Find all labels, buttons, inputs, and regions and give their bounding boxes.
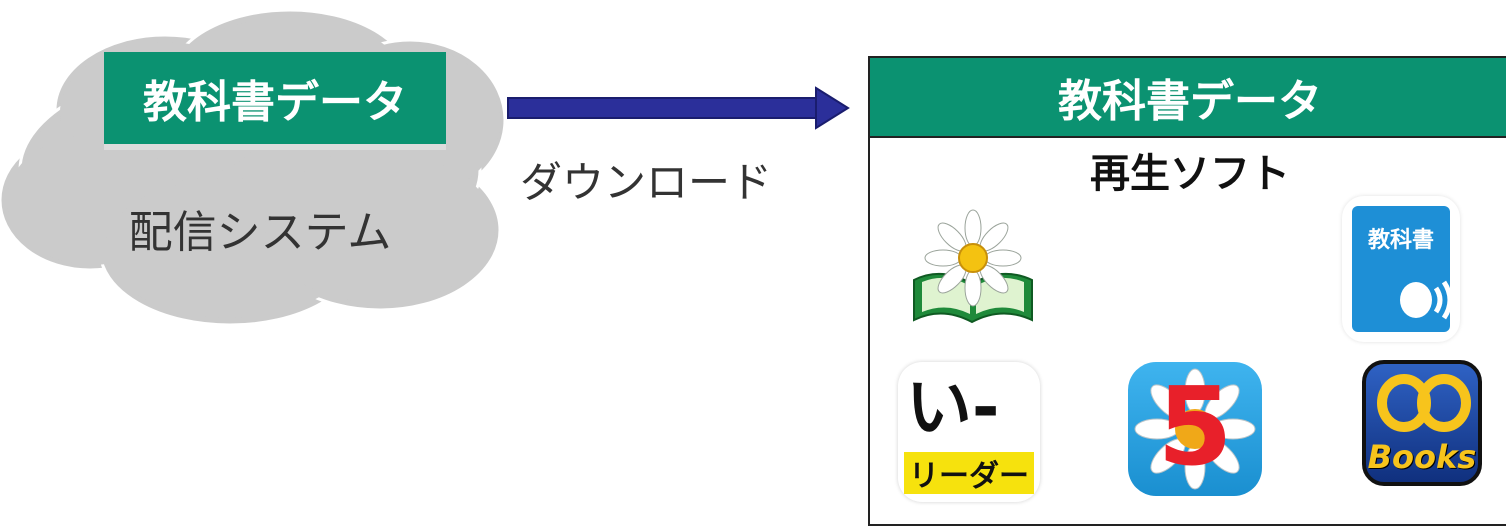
- download-label: ダウンロード: [520, 157, 773, 207]
- ireader-top-text: い-: [906, 369, 1000, 446]
- daisy5-number: 5: [1157, 365, 1233, 490]
- daisy5-app-icon[interactable]: 5: [1128, 362, 1262, 496]
- cloud-shape: [0, 8, 507, 327]
- textbook-icon-text: 教科書: [1367, 228, 1434, 253]
- ireader-band-text: リーダー: [904, 452, 1034, 494]
- download-arrow: [507, 86, 850, 130]
- panel-title: 教科書データ: [870, 58, 1506, 138]
- textbook-icon-body: [1352, 206, 1450, 332]
- cloud-label: 配信システム: [128, 207, 392, 258]
- textbook-app-icon[interactable]: 教科書: [1342, 196, 1460, 342]
- books-label: Books: [1367, 438, 1477, 476]
- daisy-flower-icon: [1134, 368, 1256, 490]
- infinity-icon: [1377, 374, 1471, 432]
- daisy-book-app-icon[interactable]: [908, 208, 1038, 326]
- panel-subtitle: 再生ソフト: [1090, 151, 1290, 197]
- books-app-icon[interactable]: Books: [1362, 360, 1482, 486]
- speaker-sound-icon: [1400, 280, 1453, 320]
- ireader-app-icon[interactable]: い- リーダー: [898, 362, 1040, 502]
- cloud-title: 教科書データ: [104, 52, 446, 150]
